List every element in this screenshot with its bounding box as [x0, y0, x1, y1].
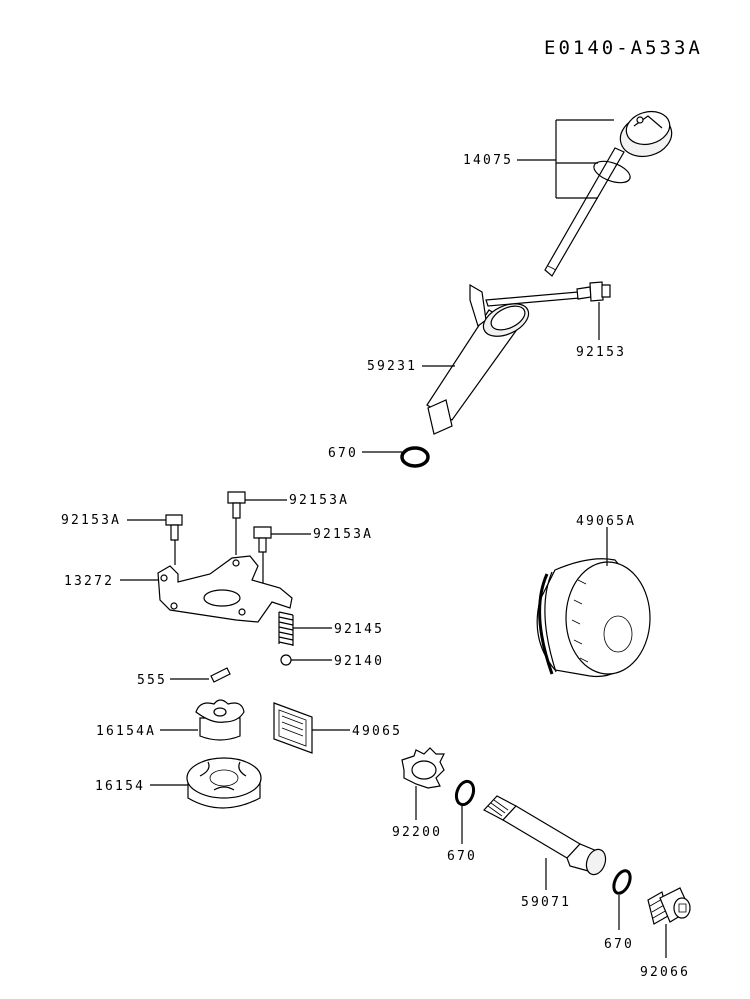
pin-555-drawing: [210, 667, 231, 683]
part-label-92153: 92153: [576, 345, 626, 360]
o-ring-670-bottom-drawing: [612, 869, 632, 895]
filler-tube-drawing: [426, 283, 581, 435]
diagram-code: E0140-A533A: [544, 37, 703, 59]
plug-92066-drawing: [647, 887, 691, 925]
part-label-555: 555: [137, 673, 167, 688]
outer-rotor-16154-drawing: [186, 757, 262, 809]
pipe-59071-drawing: [483, 795, 607, 876]
part-label-92140: 92140: [334, 654, 384, 669]
part-label-49065: 49065: [352, 724, 402, 739]
part-label-92153a-mid: 92153A: [289, 493, 349, 508]
part-label-92153a-left: 92153A: [61, 513, 121, 528]
lock-plate-92200-drawing: [401, 747, 445, 789]
bolt-92153a-mid-drawing: [227, 491, 246, 519]
part-label-670-top: 670: [328, 446, 358, 461]
part-label-92145: 92145: [334, 622, 384, 637]
part-label-92200: 92200: [392, 825, 442, 840]
leader-92153a-mid: [235, 499, 287, 555]
leader-92153a-left: [127, 519, 176, 565]
o-ring-670-top-drawing: [400, 446, 430, 468]
ball-92140-drawing: [280, 654, 292, 666]
part-label-16154a: 16154A: [96, 724, 156, 739]
part-label-49065a: 49065A: [576, 514, 636, 529]
inner-rotor-16154a-drawing: [195, 699, 245, 741]
part-label-14075: 14075: [463, 153, 513, 168]
bolt-92153a-right-drawing: [253, 526, 272, 553]
bolt-92153-drawing: [576, 281, 611, 302]
part-label-59231: 59231: [367, 359, 417, 374]
o-ring-670-mid-drawing: [454, 779, 476, 807]
spring-92145-drawing: [278, 611, 294, 646]
part-label-59071: 59071: [521, 895, 571, 910]
part-label-13272: 13272: [64, 574, 114, 589]
part-label-92066: 92066: [640, 965, 690, 980]
part-label-92153a-right: 92153A: [313, 527, 373, 542]
bolt-92153a-left-drawing: [165, 514, 183, 541]
part-label-670-bottom: 670: [604, 937, 634, 952]
plate-13272-drawing: [157, 555, 293, 623]
leader-14075: [517, 119, 614, 199]
part-label-670-mid: 670: [447, 849, 477, 864]
screen-49065-drawing: [273, 702, 313, 754]
part-label-16154: 16154: [95, 779, 145, 794]
dipstick-drawing: [544, 110, 673, 277]
oil-filter-49065a-drawing: [536, 558, 651, 678]
